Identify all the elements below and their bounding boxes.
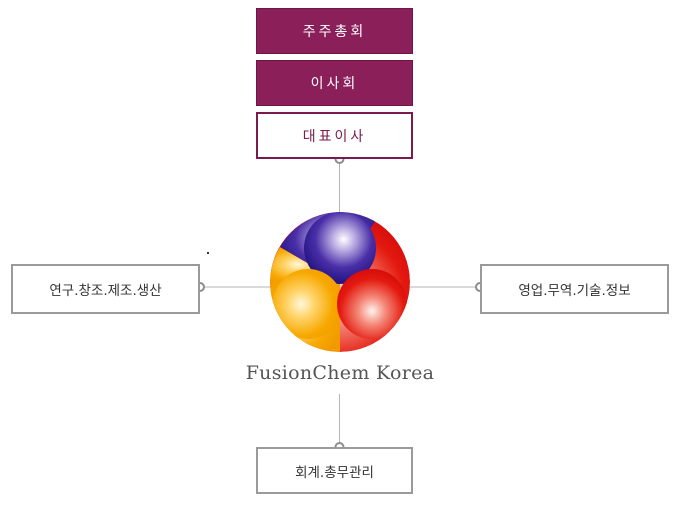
- box-rnd-production: 연구.창조.제조.생산: [11, 264, 200, 314]
- box-sales-trade: 영업.무역.기술.정보: [480, 264, 669, 314]
- company-logo-icon: [270, 212, 410, 352]
- box-accounting-admin: 회계.총무관리: [256, 447, 413, 494]
- company-name: FusionChem Korea: [245, 362, 435, 384]
- box-ceo: 대표이사: [256, 112, 413, 159]
- box-board-of-directors: 이사회: [256, 60, 413, 106]
- stray-dot: [207, 252, 209, 254]
- box-shareholders-meeting: 주주총회: [256, 8, 413, 54]
